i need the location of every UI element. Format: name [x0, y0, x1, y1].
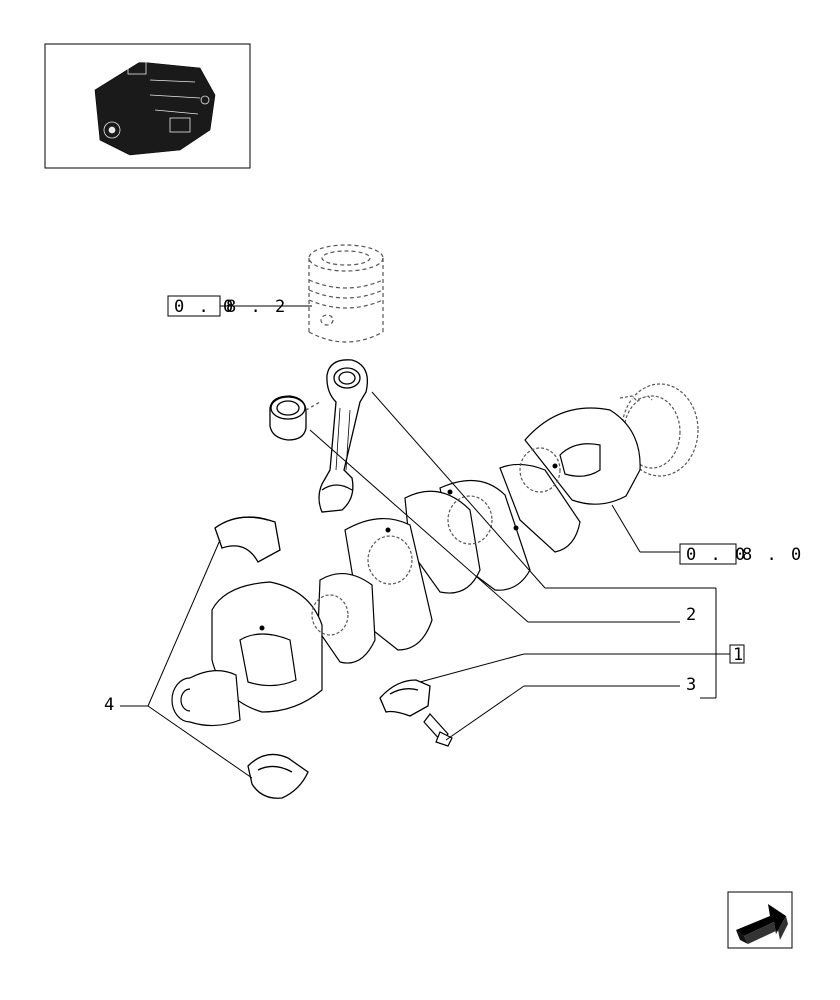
- callout-4: 4: [104, 695, 114, 715]
- con-rod-bearing-shell: [379, 679, 431, 717]
- main-bearing-shell-lower: [247, 753, 309, 799]
- ref-piston-group[interactable]: 0 . 0 8 . 2: [167, 295, 287, 317]
- small-end-bushing: [269, 395, 321, 441]
- connecting-rod: [318, 359, 369, 513]
- piston: [308, 244, 384, 343]
- main-bearing-shell-upper: [214, 516, 281, 563]
- next-page-arrow-icon[interactable]: [727, 891, 793, 949]
- crankshaft: [171, 383, 699, 727]
- ref-crankshaft-suffix: 8 . 0: [742, 545, 803, 565]
- con-rod-bolt: [423, 713, 453, 747]
- ref-crankshaft-group[interactable]: 0 . 0 8 . 0: [679, 543, 803, 565]
- callout-2: 2: [686, 605, 696, 625]
- leader-lines: [120, 305, 730, 779]
- ref-piston-suffix: 8 . 2: [226, 297, 287, 317]
- callout-1: 1: [733, 645, 743, 665]
- ref-crankshaft-boxed: 0 . 0: [686, 545, 747, 565]
- callout-1-box: 1: [729, 644, 745, 665]
- ref-piston-boxed: 0 . 0: [174, 297, 235, 317]
- callout-3: 3: [686, 675, 696, 695]
- engine-thumbnail-icon[interactable]: [44, 43, 251, 169]
